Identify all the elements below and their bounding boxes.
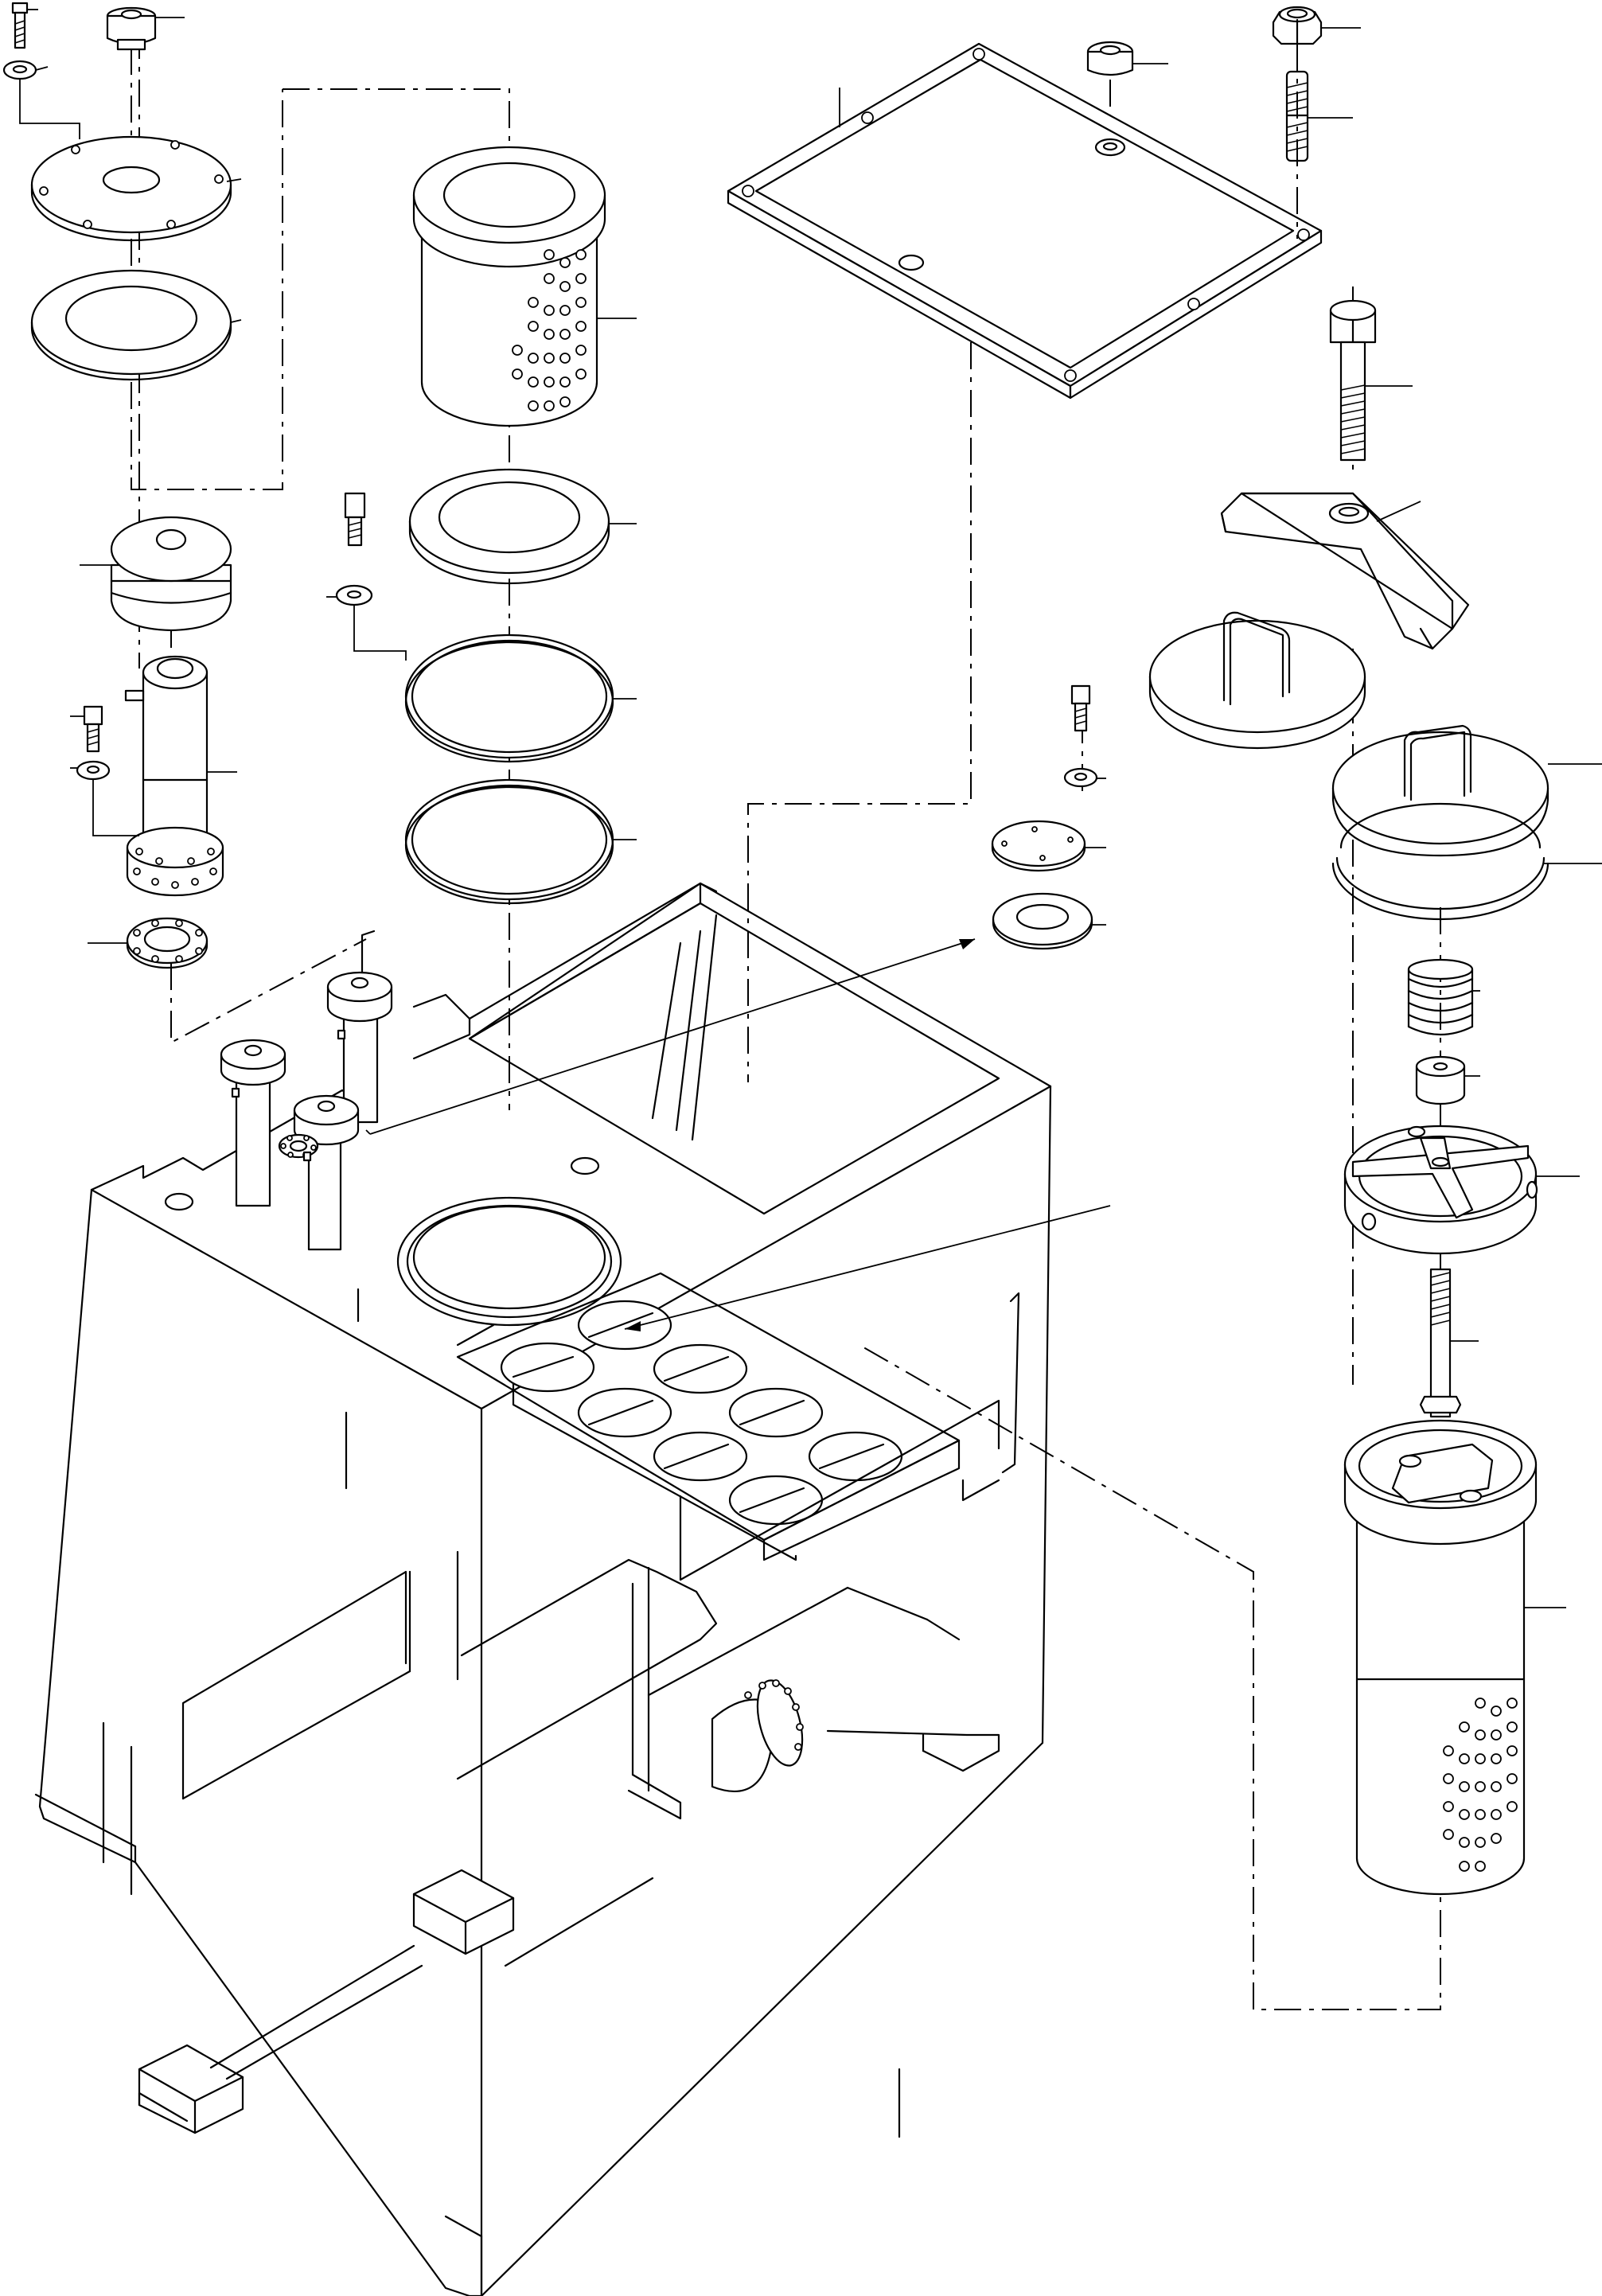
rod-threaded [1419, 1268, 1479, 1418]
filler-tube [124, 655, 237, 897]
plug-cover [1086, 41, 1168, 157]
strainer-basket-right [1343, 1419, 1566, 1896]
spacer [1415, 1055, 1480, 1105]
assembly-arrows [365, 938, 1111, 1331]
washer-left [70, 760, 139, 836]
washer-top-left [2, 60, 80, 139]
small-gasket [992, 892, 1106, 950]
stud-top-right [1285, 44, 1353, 239]
gasket-strainer-1 [408, 468, 637, 585]
cover-plate-round [30, 135, 242, 242]
cap-screw-mid [344, 492, 366, 547]
fill-plug-top-left [106, 6, 185, 51]
clamp-bar [1220, 492, 1470, 650]
washer-mid [326, 584, 407, 661]
o-ring-2 [404, 778, 637, 905]
tank-cover-rect [727, 42, 1323, 400]
cap-screw-top-left [11, 2, 38, 49]
o-ring-1 [404, 633, 637, 763]
bolt-hex-right [1329, 299, 1413, 462]
spider-housing [1343, 1125, 1580, 1255]
tank-filler-tubes [220, 971, 393, 1251]
nut-top-right [1272, 6, 1361, 45]
small-cover [991, 820, 1106, 872]
strainer-holes-right [1443, 1698, 1518, 1872]
strainer-basket-top [412, 146, 637, 427]
reservoir-tank [34, 882, 1052, 2296]
o-ring-right [1331, 802, 1602, 921]
cap-screw-left [70, 705, 103, 753]
flange-gasket-left [88, 917, 209, 969]
cap-screw-small [1070, 684, 1091, 732]
lid-with-handle-2 [1331, 724, 1602, 857]
spring [1407, 958, 1480, 1036]
breather-cap [80, 516, 232, 632]
gasket-round-top-left [30, 269, 242, 381]
washer-small [1063, 767, 1106, 788]
lid-with-handle-1 [1148, 611, 1366, 750]
strainer-holes-top [512, 249, 587, 411]
